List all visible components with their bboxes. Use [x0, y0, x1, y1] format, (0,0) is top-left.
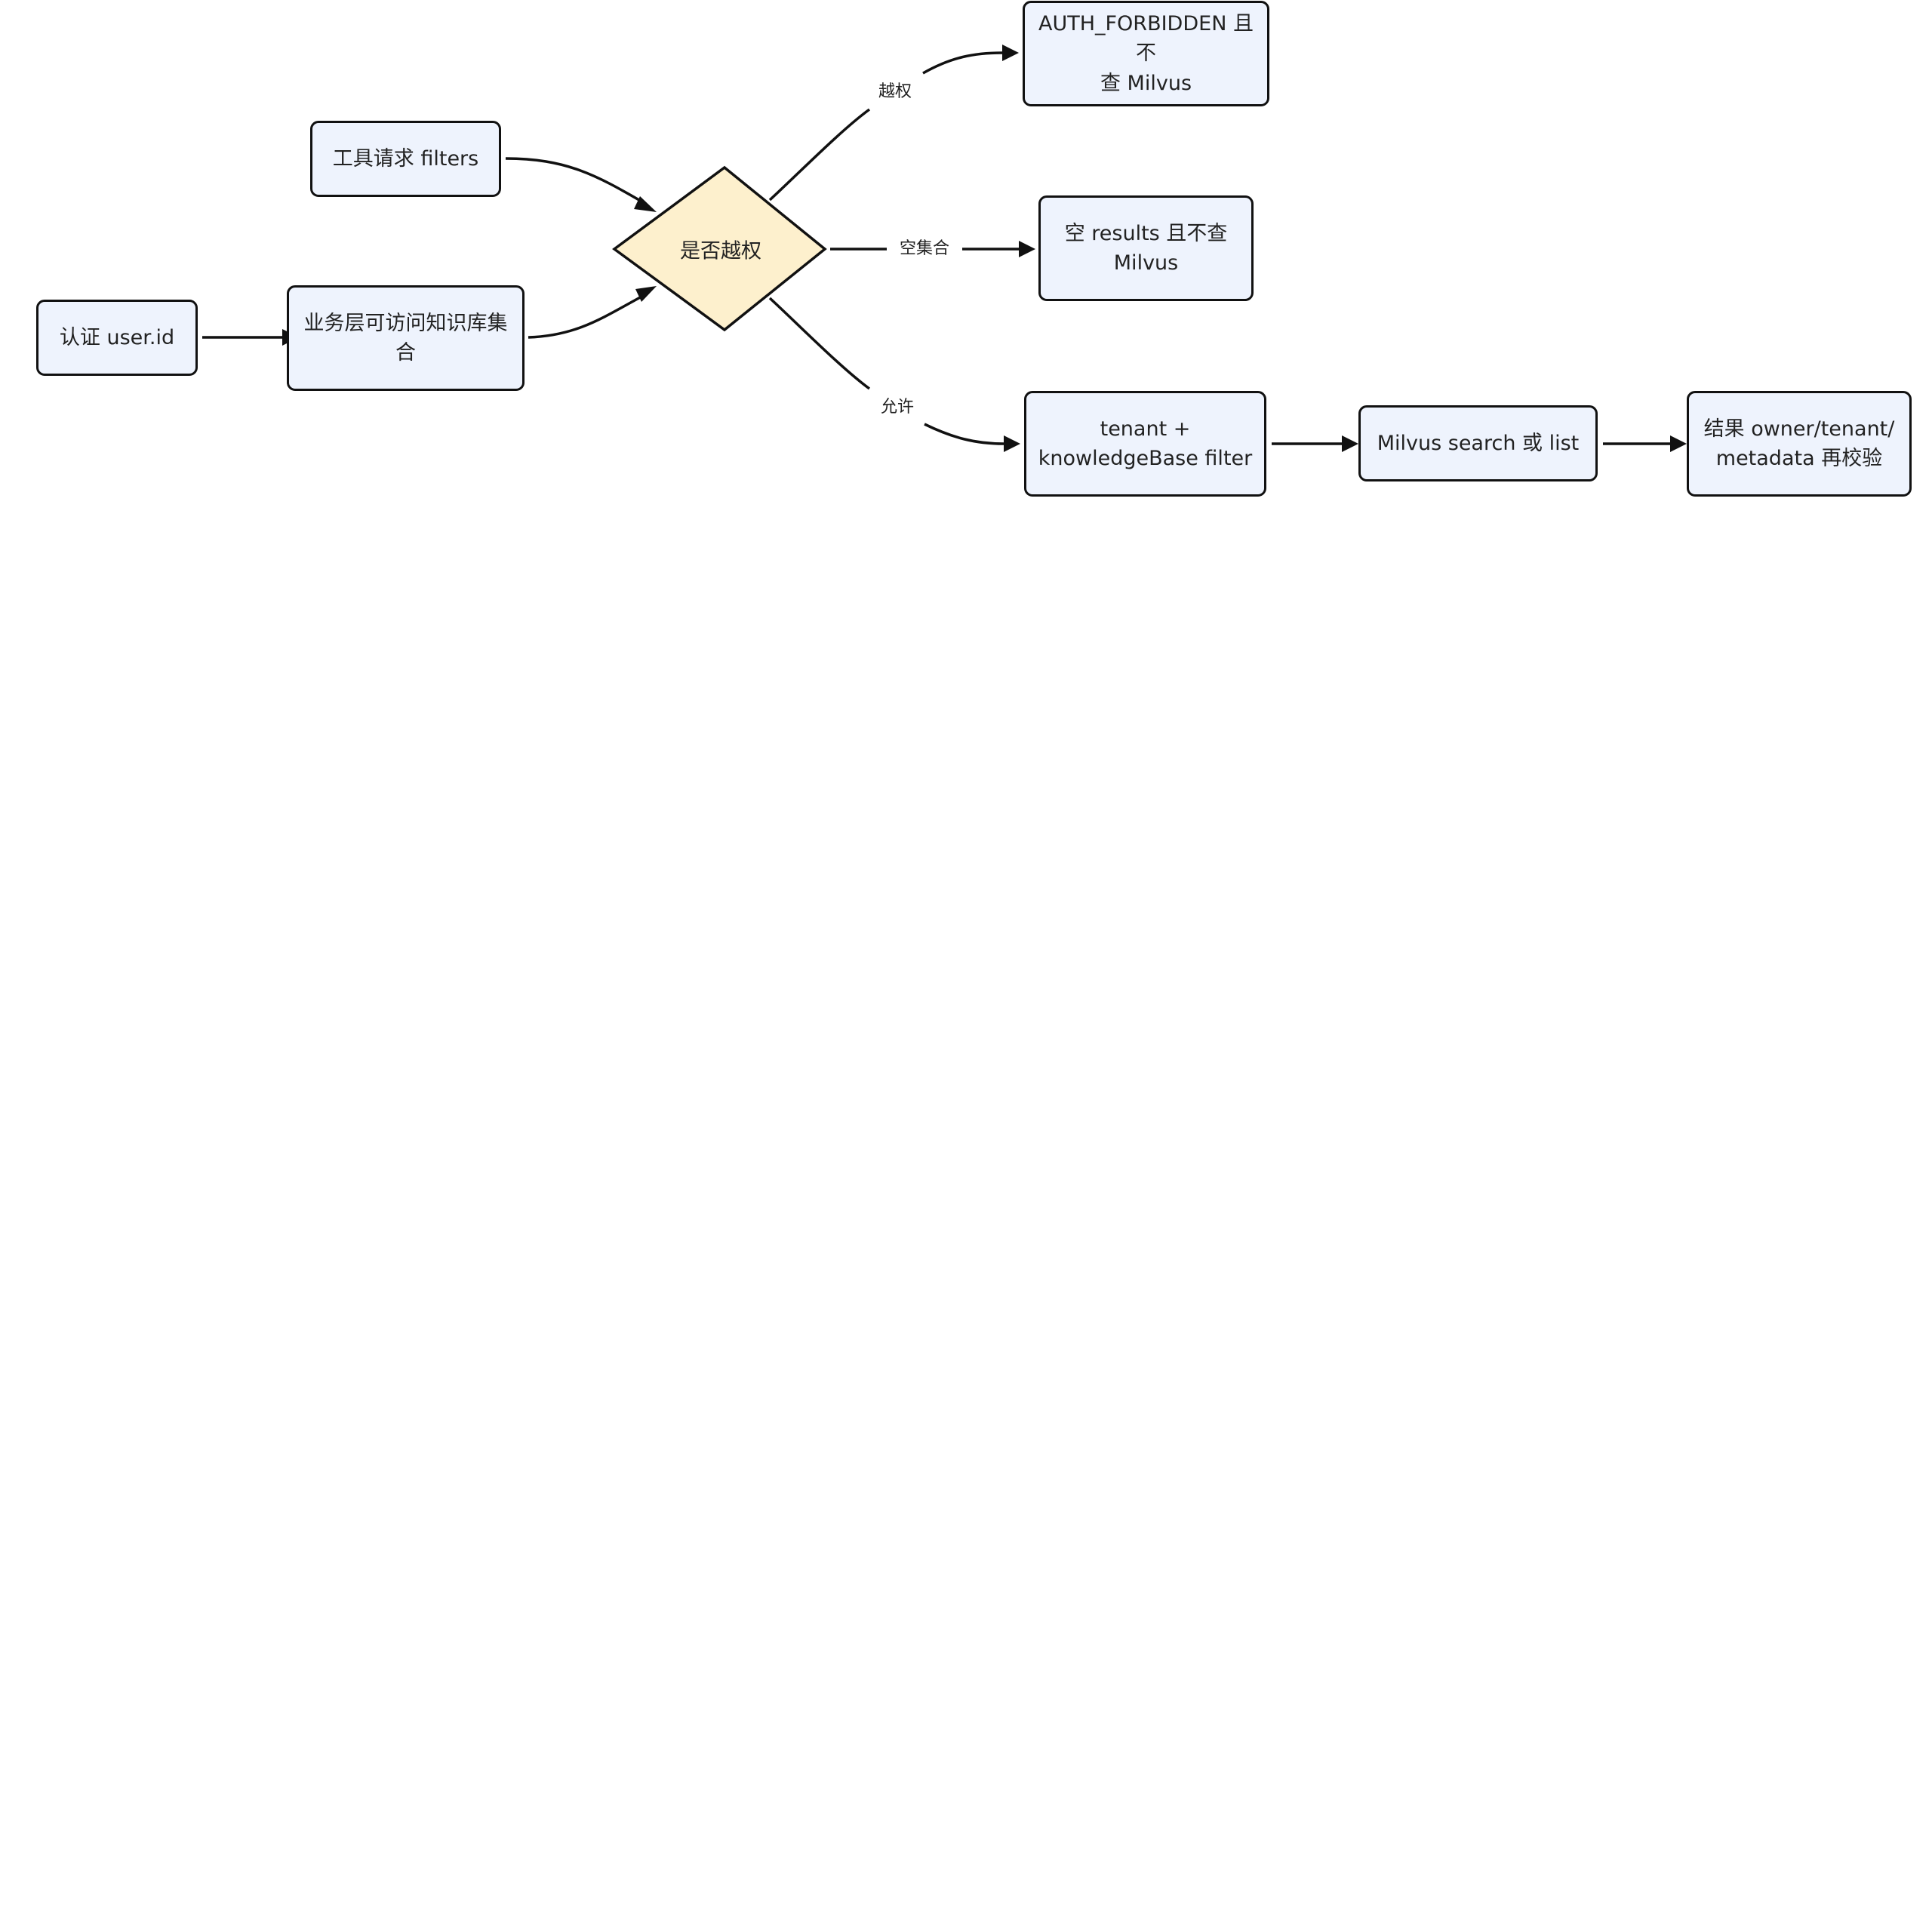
arrowhead-to-forbidden [1002, 45, 1019, 61]
node-empty-results: 空 results 且不查 Milvus [1038, 195, 1254, 301]
edge-label-overreach: 越权 [873, 81, 917, 103]
arrowhead-tenant-to-milvus [1342, 435, 1358, 452]
arrow-decision-to-forbidden-tail [922, 51, 1003, 75]
node-tool-request-filters: 工具请求 filters [310, 121, 501, 197]
decision-label: 是否越权 [680, 239, 761, 263]
node-auth-forbidden: AUTH_FORBIDDEN 且不 查 Milvus [1023, 1, 1269, 106]
arrow-decision-to-tenant [768, 297, 871, 390]
node-result-recheck: 结果 owner/tenant/ metadata 再校验 [1687, 391, 1912, 497]
arrowhead-filters-to-decision [634, 196, 657, 212]
edge-label-allow: 允许 [875, 396, 919, 419]
arrow-decision-to-tenant-tail [924, 423, 1004, 445]
arrow-filters-to-decision [505, 157, 644, 204]
node-auth-user-id: 认证 user.id [36, 300, 198, 376]
arrowhead-milvus-to-result [1670, 435, 1687, 452]
arrowhead-kb-to-decision [635, 286, 657, 302]
arrowhead-to-empty [1019, 241, 1035, 257]
node-tenant-knowledgebase-filter: tenant + knowledgeBase filter [1024, 391, 1266, 497]
node-accessible-knowledge-base: 业务层可访问知识库集 合 [287, 285, 525, 391]
arrowhead-to-tenant [1004, 435, 1020, 452]
arrow-kb-to-decision [528, 294, 644, 339]
edge-label-empty-set: 空集合 [894, 238, 955, 260]
decision-diamond [612, 165, 827, 332]
node-milvus-search-or-list: Milvus search 或 list [1358, 405, 1598, 481]
arrow-decision-to-forbidden [768, 108, 871, 202]
